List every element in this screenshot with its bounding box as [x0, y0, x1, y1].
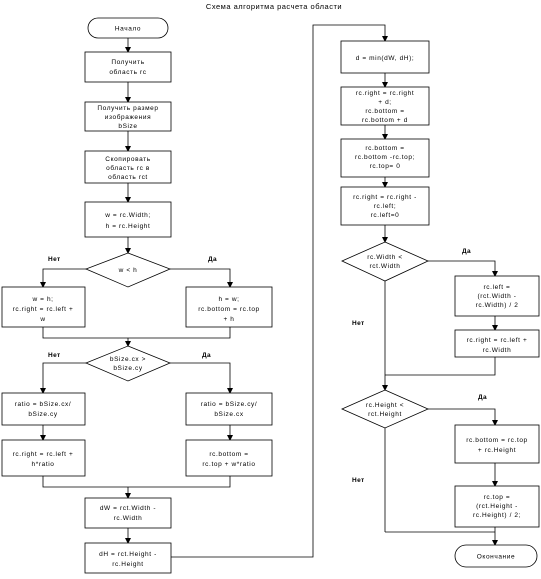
process-ratio-yes: ratio = bSize.cy/ bSize.cx	[185, 392, 273, 426]
svg-text:rc.left;: rc.left;	[374, 203, 397, 210]
svg-text:rc.right = rc.left +: rc.right = rc.left +	[13, 306, 74, 313]
svg-text:dW = rct.Width -: dW = rct.Width -	[100, 505, 156, 512]
svg-text:rc.top + w*ratio: rc.top + w*ratio	[202, 461, 255, 468]
decision-bsize: bSize.cx > bSize.cy	[84, 345, 172, 382]
svg-text:Получить размер: Получить размер	[97, 105, 158, 112]
svg-text:область rc в: область rc в	[106, 164, 150, 172]
process-d-min: d = min(dW, dH);	[340, 40, 430, 74]
svg-text:область rct: область rct	[108, 173, 148, 181]
svg-text:h = rc.Height: h = rc.Height	[106, 223, 151, 230]
svg-text:rct.Height: rct.Height	[368, 411, 402, 418]
decision-height: rc.Height < rct.Height	[341, 389, 429, 429]
process-copy-rc: Скопировать область rc в область rct	[84, 150, 172, 184]
svg-text:bSize.cy: bSize.cy	[113, 365, 143, 372]
svg-text:w = h;: w = h;	[31, 296, 53, 303]
svg-text:изображения: изображения	[105, 113, 151, 121]
svg-text:h*ratio: h*ratio	[32, 461, 55, 468]
process-set-right: rc.right = rc.left + rc.Width	[454, 329, 540, 358]
svg-text:w: w	[39, 316, 45, 323]
svg-text:rc.bottom = rc.top: rc.bottom = rc.top	[466, 437, 528, 444]
label-no: Нет	[48, 352, 61, 359]
svg-text:rc.bottom -rc.top;: rc.bottom -rc.top;	[355, 154, 415, 161]
svg-text:rc.left =: rc.left =	[484, 284, 511, 291]
svg-text:rc.Width) / 2: rc.Width) / 2	[476, 302, 519, 309]
process-get-rc: Получить область rc	[84, 51, 172, 83]
label-no: Нет	[352, 320, 365, 327]
end-terminator: Окончание	[454, 544, 538, 568]
svg-text:Начало: Начало	[115, 26, 141, 33]
process-normalize-right: rc.right = rc.right - rc.left; rc.left=0	[340, 186, 430, 226]
connectors	[40, 24, 498, 558]
svg-text:+ d;: + d;	[378, 99, 391, 106]
svg-text:rc.top= 0: rc.top= 0	[370, 163, 401, 170]
process-dw: dW = rct.Width - rc.Width	[84, 497, 172, 529]
svg-text:d = min(dW, dH);: d = min(dW, dH);	[356, 55, 415, 62]
decision-w-less-h: w < h	[84, 252, 172, 288]
label-yes: Да	[202, 352, 211, 359]
branch-labels: Нет Да Нет Да Да Нет Да Нет	[48, 248, 487, 484]
svg-text:rc.bottom =: rc.bottom =	[365, 108, 404, 115]
svg-text:rc.bottom + d: rc.bottom + d	[362, 117, 408, 124]
label-no: Нет	[352, 477, 365, 484]
svg-text:w < h: w < h	[118, 267, 138, 274]
svg-text:rc.left=0: rc.left=0	[371, 212, 400, 219]
process-center-top: rc.top = (rct.Height - rc.Height) / 2;	[454, 485, 540, 528]
process-ratio-no: ratio = bSize.cx/ bSize.cy	[1, 392, 86, 426]
svg-text:Получить: Получить	[111, 59, 144, 66]
svg-text:ratio = bSize.cy/: ratio = bSize.cy/	[201, 401, 258, 408]
process-get-image-size: Получить размер изображения bSize	[84, 101, 172, 132]
svg-text:rc.right = rc.right: rc.right = rc.right	[356, 90, 415, 97]
process-right-no: rc.right = rc.left + h*ratio	[1, 439, 86, 477]
svg-text:h = w;: h = w;	[218, 296, 239, 303]
svg-text:+ h: + h	[223, 316, 234, 323]
svg-text:bSize.cx >: bSize.cx >	[110, 356, 146, 363]
start-terminator: Начало	[87, 17, 169, 39]
svg-text:rc.right = rc.right -: rc.right = rc.right -	[353, 194, 417, 201]
label-yes: Да	[462, 248, 471, 255]
svg-text:rc.bottom = rc.top: rc.bottom = rc.top	[198, 306, 260, 313]
svg-text:Скопировать: Скопировать	[105, 156, 150, 163]
svg-text:rc.bottom =: rc.bottom =	[365, 145, 404, 152]
process-normalize-bottom: rc.bottom = rc.bottom -rc.top; rc.top= 0	[340, 138, 430, 178]
svg-text:w = rc.Width;: w = rc.Width;	[104, 212, 151, 219]
process-assign-wh: w = rc.Width; h = rc.Height	[84, 201, 172, 238]
svg-text:rc.Height <: rc.Height <	[366, 402, 404, 409]
svg-text:область rc: область rc	[109, 68, 146, 76]
svg-text:rc.right = rc.left +: rc.right = rc.left +	[467, 337, 528, 344]
svg-text:+ rc.Height: + rc.Height	[478, 447, 516, 454]
svg-text:(rct.Width -: (rct.Width -	[478, 293, 517, 300]
svg-text:rc.right = rc.left +: rc.right = rc.left +	[13, 451, 74, 458]
process-set-bottom: rc.bottom = rc.top + rc.Height	[454, 424, 540, 464]
svg-text:ratio = bSize.cx/: ratio = bSize.cx/	[15, 401, 72, 408]
svg-text:rc.bottom =: rc.bottom =	[209, 451, 248, 458]
svg-text:rc.Width: rc.Width	[114, 515, 143, 522]
svg-text:Окончание: Окончание	[477, 554, 515, 561]
svg-text:rc.Width <: rc.Width <	[367, 254, 402, 261]
process-bottom-yes: rc.bottom = rc.top + w*ratio	[185, 439, 273, 477]
label-no: Нет	[48, 256, 61, 263]
svg-text:bSize.cx: bSize.cx	[214, 411, 244, 418]
svg-text:rct.Width: rct.Width	[369, 263, 400, 270]
process-d1-yes: h = w; rc.bottom = rc.top + h	[185, 286, 273, 328]
label-yes: Да	[478, 394, 487, 401]
svg-text:rc.top =: rc.top =	[484, 494, 511, 501]
svg-text:(rct.Height -: (rct.Height -	[476, 503, 518, 510]
decision-width: rc.Width < rct.Width	[341, 241, 429, 282]
svg-text:rc.Width: rc.Width	[483, 347, 512, 354]
process-dh: dH = rct.Height - rc.Height	[84, 542, 172, 574]
label-yes: Да	[208, 256, 217, 263]
svg-text:dH = rct.Height -: dH = rct.Height -	[99, 551, 157, 558]
svg-text:bSize.cy: bSize.cy	[28, 411, 58, 418]
svg-text:rc.Height: rc.Height	[112, 561, 143, 568]
diagram-title: Схема алгоритма расчета области	[206, 2, 342, 11]
process-center-left: rc.left = (rct.Width - rc.Width) / 2	[454, 275, 540, 317]
process-add-d: rc.right = rc.right + d; rc.bottom = rc.…	[340, 86, 430, 126]
process-d1-no: w = h; rc.right = rc.left + w	[1, 286, 86, 328]
svg-text:rc.Height) / 2;: rc.Height) / 2;	[473, 512, 521, 519]
svg-text:bSize: bSize	[118, 123, 137, 130]
